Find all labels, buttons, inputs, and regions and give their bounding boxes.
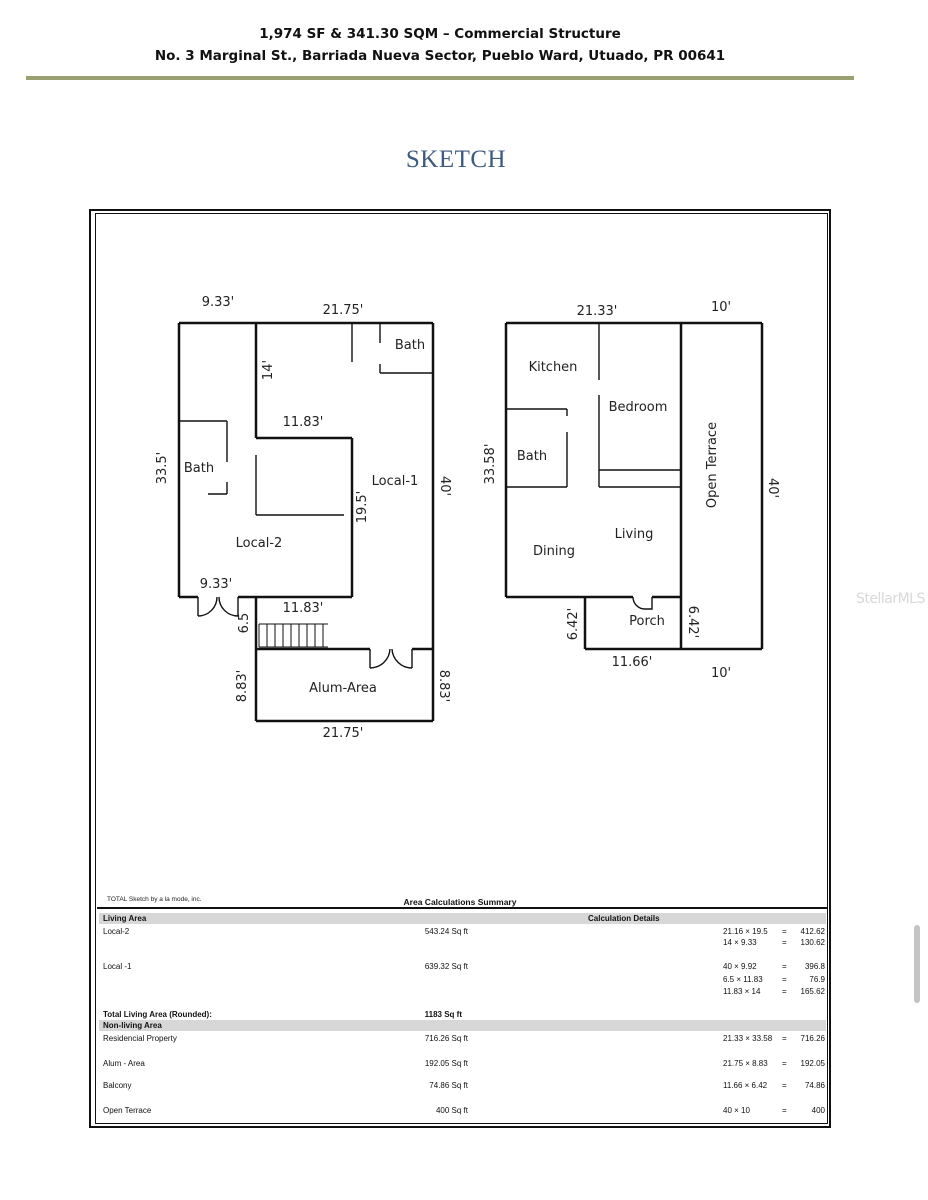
calc-value: 76.9	[809, 975, 825, 984]
calc-eq: =	[782, 962, 787, 971]
living-area-header: Living Area	[103, 914, 147, 923]
dim-label: 21.33'	[577, 304, 618, 319]
calc-expr: 21.16 × 19.5	[723, 927, 768, 936]
left-plan-labels: 9.33' 21.75' Bath 14' 11.83' 33.5' Bath …	[155, 295, 452, 741]
calc-details-header: Calculation Details	[588, 914, 660, 923]
calc-value: 165.62	[800, 987, 825, 996]
calc-eq: =	[782, 938, 787, 947]
row-area: 400 Sq ft	[435, 1106, 468, 1115]
calc-value: 192.05	[800, 1059, 825, 1068]
total-living-label: Total Living Area (Rounded):	[103, 1010, 212, 1019]
non-living-header: Non-living Area	[103, 1021, 162, 1030]
calc-expr: 21.33 × 33.58	[723, 1034, 773, 1043]
room-label: Alum-Area	[309, 681, 377, 696]
dim-label: 9.33'	[202, 295, 235, 310]
row-name: Alum - Area	[103, 1059, 145, 1068]
row-area: 192.05 Sq ft	[424, 1059, 468, 1068]
software-credit: TOTAL Sketch by a la mode, inc.	[107, 896, 202, 903]
room-label: Porch	[629, 614, 665, 629]
left-plan-walls	[177, 321, 435, 723]
calc-expr: 21.75 × 8.83	[723, 1059, 768, 1068]
calc-value: 396.8	[804, 962, 825, 971]
dim-label: 10'	[711, 666, 731, 681]
dim-label: 6.42'	[566, 608, 581, 641]
row-area: 639.32 Sq ft	[424, 962, 468, 971]
dim-label: 9.33'	[200, 577, 233, 592]
room-label: Bath	[517, 449, 547, 464]
dim-label: 11.83'	[283, 601, 324, 616]
sketch-frame-inner	[95, 213, 828, 1124]
header-title-line: 1,974 SF & 341.30 SQM – Commercial Struc…	[259, 26, 621, 42]
row-name: Local-2	[103, 927, 130, 936]
row-area: 543.24 Sq ft	[424, 927, 468, 936]
calc-eq: =	[782, 975, 787, 984]
header-divider	[26, 76, 854, 80]
calc-eq: =	[782, 1081, 787, 1090]
dim-label: 11.83'	[283, 415, 324, 430]
calc-expr: 14 × 9.33	[723, 938, 757, 947]
non-living-header-bar	[99, 1020, 826, 1031]
calc-eq: =	[782, 1059, 787, 1068]
dim-label: 10'	[711, 300, 731, 315]
room-label: Dining	[533, 544, 575, 559]
left-plan-fixtures	[179, 323, 433, 669]
dim-label: 21.75'	[323, 303, 364, 318]
calc-value: 130.62	[800, 938, 825, 947]
room-label: Open Terrace	[705, 422, 720, 508]
dim-label: 11.66'	[612, 655, 653, 670]
room-label: Local-2	[236, 536, 283, 551]
row-name: Local -1	[103, 962, 132, 971]
summary-title: Area Calculations Summary	[403, 897, 517, 907]
sketch-frame	[89, 209, 831, 1128]
watermark-logo: StellarMLS	[856, 591, 925, 607]
total-living-value: 1183 Sq ft	[424, 1010, 462, 1019]
page-title: SKETCH	[405, 146, 507, 173]
dim-label: 8.83'	[436, 670, 451, 703]
room-label: Kitchen	[529, 360, 578, 375]
dim-label: 19.5'	[355, 491, 370, 524]
dim-label: 6.5	[237, 613, 252, 634]
room-label: Bedroom	[609, 400, 668, 415]
dim-label: 21.75'	[323, 726, 364, 741]
right-plan-labels: 21.33' 10' Kitchen Bedroom Open Terrace …	[483, 300, 780, 681]
calc-expr: 6.5 × 11.83	[723, 975, 763, 984]
dim-label: 8.83'	[235, 670, 250, 703]
header-address-line: No. 3 Marginal St., Barriada Nueva Secto…	[154, 48, 726, 64]
dim-label: 33.58'	[483, 444, 498, 485]
calc-eq: =	[782, 1106, 787, 1115]
calc-value: 412.62	[800, 927, 825, 936]
row-name: Residencial Property	[103, 1034, 177, 1043]
dim-label: 14'	[261, 360, 276, 380]
dim-label: 33.5'	[155, 452, 170, 485]
calc-eq: =	[782, 927, 787, 936]
calc-eq: =	[782, 1034, 787, 1043]
row-area: 74.86 Sq ft	[429, 1081, 468, 1090]
row-area: 716.26 Sq ft	[424, 1034, 468, 1043]
right-plan-walls	[504, 321, 764, 651]
summary-divider	[97, 907, 827, 909]
scrollbar-thumb[interactable]	[914, 925, 920, 1003]
calc-value: 400	[811, 1106, 825, 1115]
dim-label: 40'	[437, 476, 452, 496]
calc-expr: 40 × 9.92	[723, 962, 757, 971]
calc-expr: 11.66 × 6.42	[723, 1081, 768, 1090]
calc-expr: 11.83 × 14	[723, 987, 761, 996]
dim-label: 40'	[765, 478, 780, 498]
calc-value: 716.26	[800, 1034, 825, 1043]
stairs	[258, 623, 328, 648]
dim-label: 6.42'	[685, 606, 700, 639]
living-area-header-bar	[99, 913, 826, 924]
row-name: Balcony	[103, 1081, 132, 1090]
calc-expr: 40 × 10	[723, 1106, 750, 1115]
room-label: Living	[615, 527, 654, 542]
room-label: Local-1	[372, 474, 419, 489]
right-plan-fixtures	[506, 323, 681, 610]
row-name: Open Terrace	[103, 1106, 152, 1115]
room-label: Bath	[395, 338, 425, 353]
calc-value: 74.86	[804, 1081, 825, 1090]
calc-eq: =	[782, 987, 787, 996]
room-label: Bath	[184, 461, 214, 476]
